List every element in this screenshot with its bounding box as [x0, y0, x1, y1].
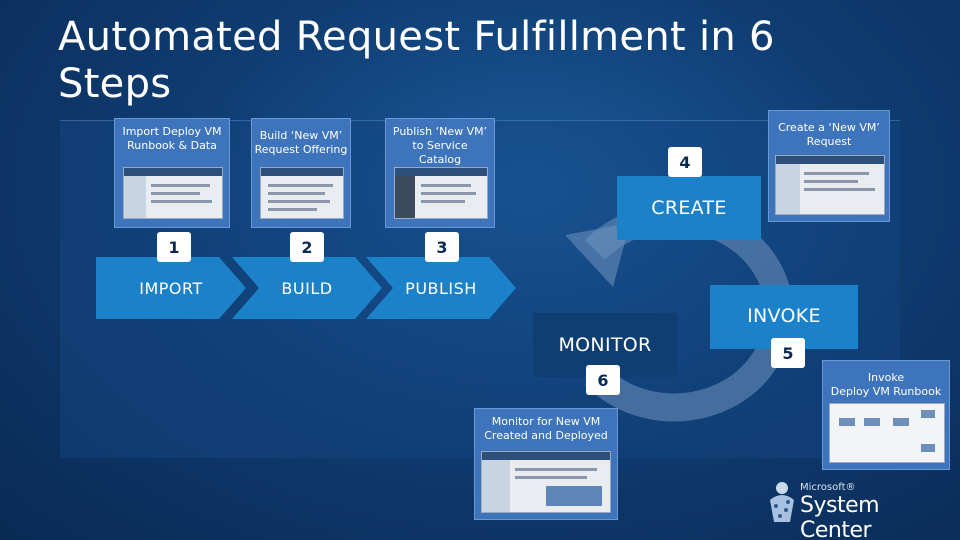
logo-product: System Center	[800, 493, 880, 540]
step-4-label: CREATE	[651, 197, 727, 219]
step-3-number-badge: 3	[425, 232, 459, 262]
step-6-caption: Monitor for New VM Created and Deployed	[484, 415, 608, 442]
step-1-screenshot	[123, 167, 223, 219]
step-4-screenshot	[775, 155, 885, 215]
step-3-label: PUBLISH	[405, 278, 477, 298]
step-1-label: IMPORT	[139, 278, 203, 298]
system-center-logo: Microsoft® System Center	[766, 478, 946, 540]
step-6-card: Monitor for New VM Created and Deployed	[474, 408, 618, 520]
step-3-card: Publish ‘New VM’ to Service Catalog	[385, 118, 495, 228]
step-4-caption: Create a ‘New VM’ Request	[778, 121, 880, 148]
step-6-number-badge: 6	[586, 365, 620, 395]
step-4-box: CREATE	[617, 176, 761, 240]
step-2-screenshot	[260, 167, 344, 219]
step-1-number-badge: 1	[157, 232, 191, 262]
step-5-number-badge: 5	[771, 338, 805, 368]
step-3-caption: Publish ‘New VM’ to Service Catalog	[392, 125, 488, 166]
step-1-chevron: IMPORT	[96, 257, 246, 319]
step-2-label: BUILD	[281, 278, 333, 298]
step-5-label: INVOKE	[747, 305, 821, 327]
step-4-card: Create a ‘New VM’ Request	[768, 110, 890, 222]
step-1-card: Import Deploy VM Runbook & Data	[114, 118, 230, 228]
logo-figure-icon	[770, 482, 794, 522]
slide-title: Automated Request Fulfillment in 6 Steps	[58, 14, 775, 107]
step-4-number-badge: 4	[668, 147, 702, 177]
logo-company: Microsoft®	[800, 482, 856, 493]
step-3-chevron: PUBLISH	[366, 257, 516, 319]
step-5-screenshot	[829, 403, 945, 463]
step-1-caption: Import Deploy VM Runbook & Data	[122, 125, 222, 152]
step-5-caption: Invoke Deploy VM Runbook	[830, 371, 942, 398]
step-2-card: Build ‘New VM’ Request Offering	[251, 118, 351, 228]
step-6-screenshot	[481, 451, 611, 513]
step-5-card: Invoke Deploy VM Runbook	[822, 360, 950, 470]
step-6-label: MONITOR	[558, 334, 652, 356]
step-3-screenshot	[394, 167, 488, 219]
step-2-number-badge: 2	[290, 232, 324, 262]
step-2-caption: Build ‘New VM’ Request Offering	[254, 129, 348, 156]
